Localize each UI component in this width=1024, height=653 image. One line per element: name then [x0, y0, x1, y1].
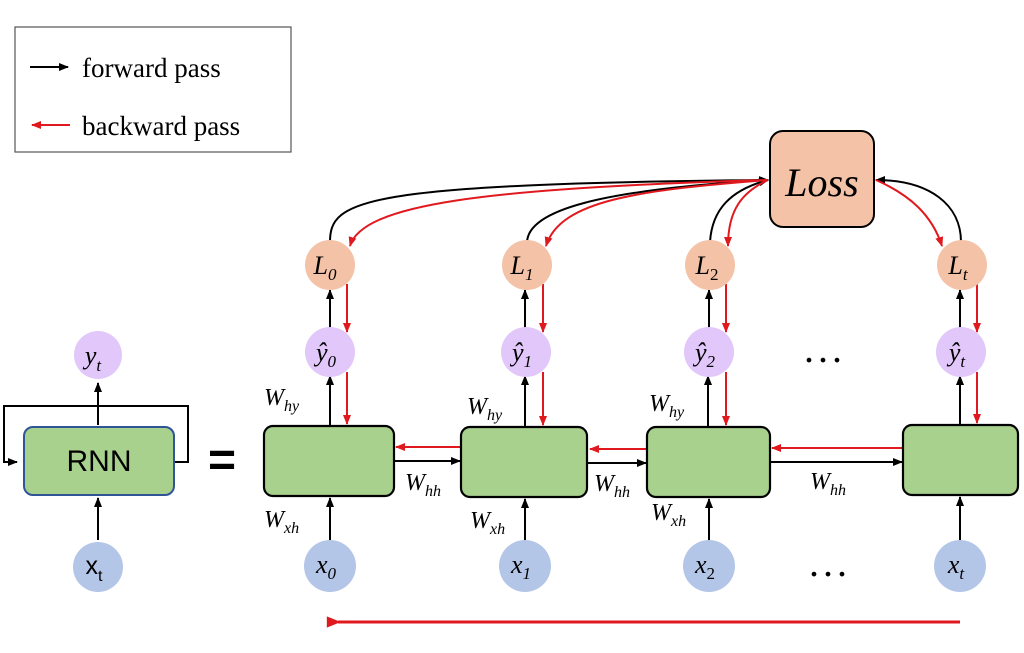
- prediction-node-label-1: ŷ1: [509, 338, 532, 371]
- loss-backward-arrow-2: [724, 179, 769, 247]
- folded-output-label: yt: [82, 341, 103, 375]
- backward-pass-connections: [343, 179, 981, 453]
- prediction-node-label-2: ŷ2: [692, 338, 716, 371]
- weight-hy-label-2: Why: [649, 391, 685, 421]
- loss-backward-arrow-t: [875, 179, 944, 247]
- folded-input-node: [73, 542, 123, 592]
- weight-xh-label-0: Wxh: [264, 507, 299, 537]
- weight-xh-label-1: Wxh: [470, 508, 505, 538]
- legend-backward-label: backward pass: [82, 111, 240, 141]
- weight-hh-label-2: Whh: [810, 469, 846, 499]
- loss-node-label-2: L2: [695, 251, 719, 284]
- loss-node-label-1: L1: [510, 251, 534, 284]
- weight-labels: Why Why Why Wxh Wxh Wxh Whh Whh Whh: [264, 385, 846, 538]
- rnn-cell-t: [901, 423, 1020, 497]
- unrolled-cells: [262, 423, 1020, 499]
- loss-node-2: [685, 240, 735, 290]
- folded-output-node: [74, 331, 122, 379]
- rnn-cell-0: [262, 424, 396, 498]
- weight-hh-label-1: Whh: [594, 471, 630, 501]
- equals-sign: =: [208, 434, 236, 487]
- ellipsis-outputs: ...: [804, 326, 846, 371]
- prediction-node-label-t: ŷt: [946, 338, 967, 371]
- loss-node-label-t: Lt: [947, 251, 968, 284]
- recurrent-loop-arrow: [3, 405, 189, 466]
- prediction-node-t: [936, 327, 986, 377]
- prediction-nodes: ŷ0 ŷ1 ŷ2 ŷt: [305, 327, 986, 377]
- prediction-node-label-0: ŷ0: [313, 338, 337, 371]
- prediction-node-1: [501, 327, 551, 377]
- input-node-label-1: x1: [510, 550, 531, 583]
- input-node-label-0: x0: [315, 550, 337, 583]
- input-nodes: x0 x1 x2 xt: [304, 540, 986, 592]
- input-node-t: [934, 540, 986, 592]
- loss-node-1: [502, 240, 552, 290]
- loss-node-0: [305, 240, 355, 290]
- ellipsis-inputs: ...: [809, 540, 851, 585]
- input-node-1: [499, 540, 551, 592]
- loss-backward-arrow-1: [544, 179, 769, 247]
- folded-rnn-label: RNN: [67, 445, 132, 478]
- input-node-0: [304, 540, 356, 592]
- folded-input-label: xt: [86, 552, 104, 585]
- rnn-cell-2: [645, 425, 772, 499]
- loss-backward-arrow-0: [348, 179, 769, 247]
- weight-xh-label-2: Wxh: [651, 500, 686, 530]
- loss-forward-arrow-t: [875, 176, 962, 243]
- prediction-node-2: [684, 327, 734, 377]
- input-node-label-2: x2: [694, 550, 715, 583]
- loss-node: [769, 130, 875, 228]
- loss-label: Loss: [784, 160, 858, 205]
- prediction-node-0: [305, 327, 355, 377]
- weight-hy-label-1: Why: [467, 394, 503, 424]
- loss-forward-arrow-0: [329, 176, 769, 243]
- folded-rnn: RNN yt xt: [3, 331, 189, 592]
- input-node-label-t: xt: [947, 550, 966, 583]
- folded-rnn-cell: [23, 426, 175, 496]
- loss-node-label-0: L0: [313, 251, 337, 284]
- rnn-cell-1: [459, 425, 589, 499]
- legend-box: [14, 26, 292, 153]
- legend-forward-label: forward pass: [82, 53, 221, 83]
- loss-node-t: [937, 240, 987, 290]
- loss-nodes: L0 L1 L2 Lt: [305, 240, 987, 290]
- loss-forward-arrow-2: [709, 178, 769, 243]
- input-node-2: [683, 540, 735, 592]
- weight-hh-label-0: Whh: [405, 470, 441, 500]
- legend: forward pass backward pass: [14, 26, 292, 153]
- weight-hy-label-0: Why: [264, 385, 300, 415]
